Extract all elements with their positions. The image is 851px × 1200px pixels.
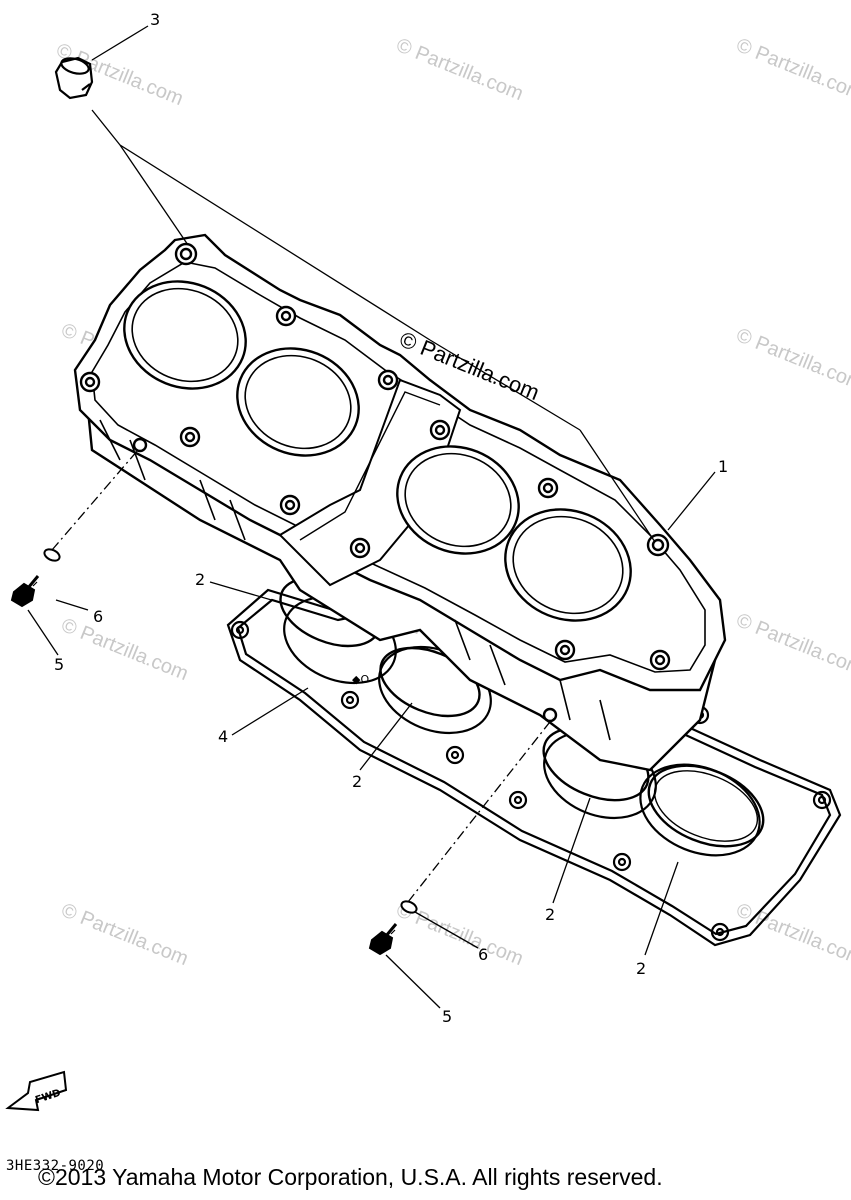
leader-lines [27, 25, 716, 1009]
dowel-plug [54, 56, 94, 100]
figure-code: 3HE332-9020 [6, 1158, 105, 1174]
washer [400, 900, 418, 914]
watermark: © Partzilla.com [393, 34, 526, 105]
watermark: © Partzilla.com [58, 614, 191, 685]
callout-2: 2 [195, 570, 205, 589]
fwd-arrow-icon: FWD [5, 1070, 68, 1112]
cylinder-bore [236, 347, 360, 457]
svg-text:◆O: ◆O [352, 673, 369, 686]
watermark: © Partzilla.com [733, 34, 851, 105]
callout-6: 6 [478, 945, 488, 964]
bolts [10, 575, 398, 956]
callout-1: 1 [718, 457, 728, 476]
bolt [10, 575, 40, 608]
callout-2: 2 [636, 959, 646, 978]
callout-2: 2 [545, 905, 555, 924]
washer [43, 548, 61, 562]
cylinder-bore [504, 508, 632, 622]
cylinder-exploded-diagram: © Partzilla.com © Partzilla.com © Partzi… [5, 10, 851, 1112]
callout-5: 5 [54, 655, 64, 674]
cylinder-bore [123, 280, 247, 390]
callout-6: 6 [93, 607, 103, 626]
callout-2: 2 [352, 772, 362, 791]
cylinder-bore [396, 445, 520, 555]
o-ring [379, 646, 481, 718]
callouts: 3 1 2 4 2 2 2 6 5 6 5 [54, 10, 728, 1026]
callout-3: 3 [150, 10, 160, 29]
callout-4: 4 [218, 727, 228, 746]
copyright-text: ©2013 Yamaha Motor Corporation, U.S.A. A… [38, 1164, 663, 1190]
watermark: © Partzilla.com [58, 899, 191, 970]
bolt [368, 923, 398, 956]
watermark: © Partzilla.com [733, 324, 851, 395]
o-ring [647, 764, 765, 848]
washers [43, 548, 418, 914]
cylinder-block [73, 233, 727, 772]
watermark: © Partzilla.com [733, 609, 851, 680]
callout-5: 5 [442, 1007, 452, 1026]
